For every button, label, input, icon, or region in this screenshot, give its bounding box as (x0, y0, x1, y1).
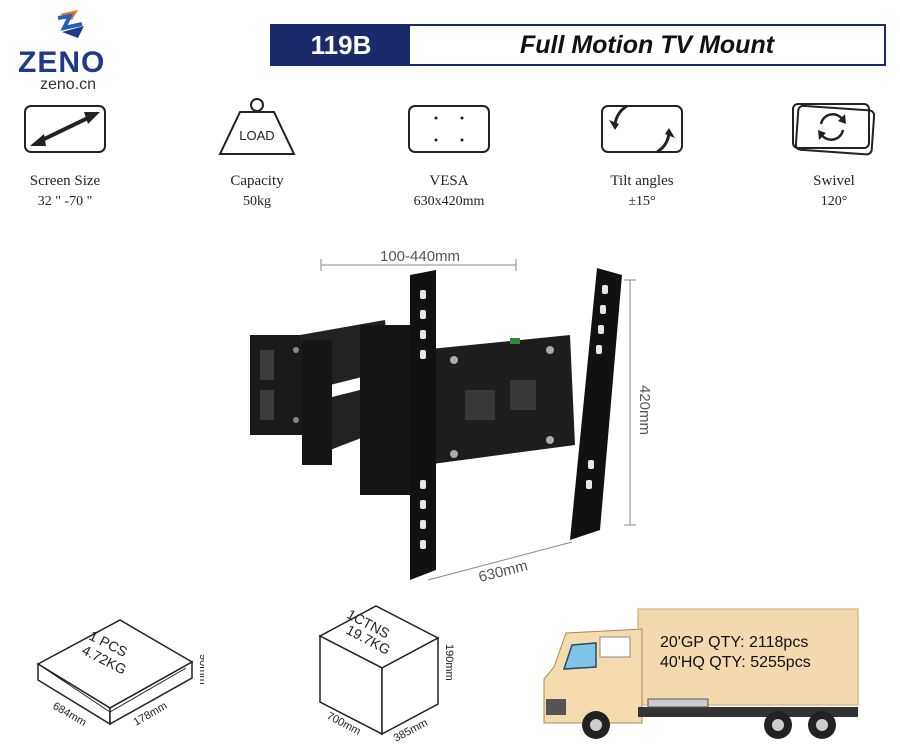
load-weight-icon: LOAD (218, 98, 296, 155)
spec-label: Screen Size (29, 173, 101, 189)
gp20-quantity: 20'GP QTY: 2118pcs (660, 634, 809, 651)
vertical-rail-right (570, 268, 622, 540)
dimension-width: 630mm (477, 557, 530, 586)
brand-logo: ZENO zeno.cn (14, 8, 134, 94)
vertical-rail-left (410, 270, 436, 580)
brand-url: zeno.cn (40, 76, 97, 93)
spec-label: Swivel (813, 173, 855, 189)
spec-label: Capacity (230, 173, 284, 189)
truck-icon (543, 608, 859, 739)
spec-value: 120° (820, 194, 848, 209)
carton-box: 1CTNS 19.7KG 700mm 385mm 190mm (318, 605, 455, 745)
tv-mount-illustration: 100-440mm 420mm 630mm (250, 248, 653, 586)
carton-height: 190mm (443, 644, 455, 681)
spec-tilt: Tilt angles ±15° (567, 98, 717, 210)
brand-name: ZENO (18, 46, 106, 79)
spec-swivel: Swivel 120° (759, 98, 900, 210)
diagonal-arrow-icon (24, 105, 106, 153)
spec-screen-size: Screen Size 32 " -70 " (0, 98, 140, 210)
zeno-logo-icon (57, 10, 84, 38)
tv-plate (420, 335, 575, 465)
spec-value: 630x420mm (413, 194, 485, 209)
model-number: 119B (272, 26, 410, 64)
load-icon-text: LOAD (239, 128, 274, 143)
dimension-height: 420mm (636, 385, 653, 435)
truck-cargo (637, 608, 859, 706)
spec-value: 32 " -70 " (37, 194, 93, 209)
single-package-box: 1 PCS 4.72KG 684mm 178mm 90mm (36, 619, 204, 729)
spec-value: 50kg (243, 194, 271, 209)
arm-joint (302, 340, 332, 465)
hq40-quantity: 40'HQ QTY: 5255pcs (660, 654, 811, 671)
product-name: Full Motion TV Mount (519, 30, 775, 59)
dimension-arm-range: 100-440mm (380, 248, 460, 265)
spec-label: Tilt angles (610, 173, 674, 189)
title-bar: 119B Full Motion TV Mount (270, 24, 886, 66)
spec-value: ±15° (628, 194, 656, 209)
wall-plate (250, 335, 312, 435)
arm-bracket (360, 325, 410, 495)
tilt-arrows-icon (601, 104, 683, 154)
shipping-quantities: 20'GP QTY: 2118pcs 40'HQ QTY: 5255pcs (660, 633, 811, 673)
spec-vesa: VESA 630x420mm (374, 98, 524, 210)
swivel-icon (792, 103, 876, 156)
level-bubble (510, 338, 520, 344)
spec-label: VESA (429, 173, 469, 189)
spec-capacity: LOAD Capacity 50kg (182, 98, 332, 210)
single-box-height: 90mm (197, 654, 204, 685)
vesa-pattern-icon (408, 105, 490, 153)
shipping-truck: 20'GP QTY: 2118pcs 40'HQ QTY: 5255pcs (538, 603, 868, 743)
